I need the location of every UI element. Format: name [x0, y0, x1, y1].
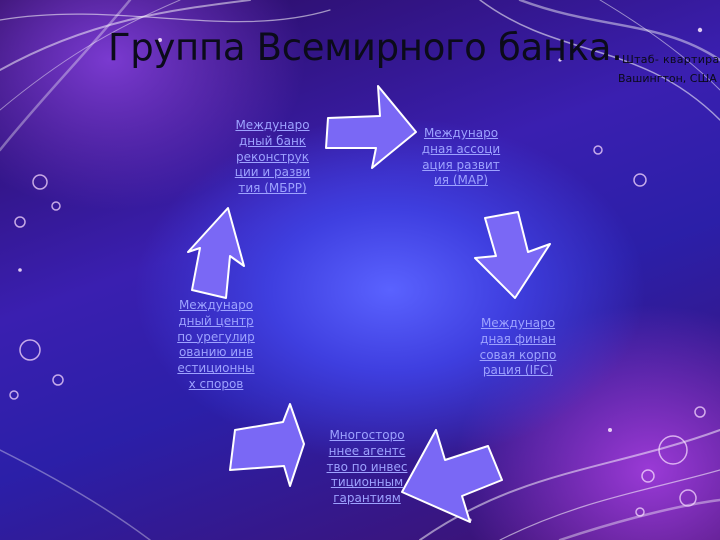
cycle-arrow-3 [401, 429, 503, 523]
headquarters-location: Вашингтон, США [618, 72, 717, 85]
cycle-arrow-4 [229, 403, 305, 487]
cycle-arrow-1 [325, 85, 417, 169]
node-ibrd[interactable]: Международный банк реконструкции и разви… [234, 118, 311, 196]
page-title: Группа Всемирного банка. [108, 26, 623, 69]
node-miga[interactable]: Многостороннее агентство по инвестиционн… [326, 428, 408, 506]
headquarters-label: Штаб- квартира: [622, 53, 720, 66]
node-ida[interactable]: Международная ассоциация развития (МАР) [421, 126, 501, 188]
cycle-arrow-5 [187, 207, 245, 299]
node-icsid[interactable]: Международный центр по урегулированию ин… [177, 298, 255, 391]
cycle-arrow-2 [474, 211, 551, 299]
node-ifc[interactable]: Международная финансовая корпорация (IFC… [479, 316, 557, 378]
